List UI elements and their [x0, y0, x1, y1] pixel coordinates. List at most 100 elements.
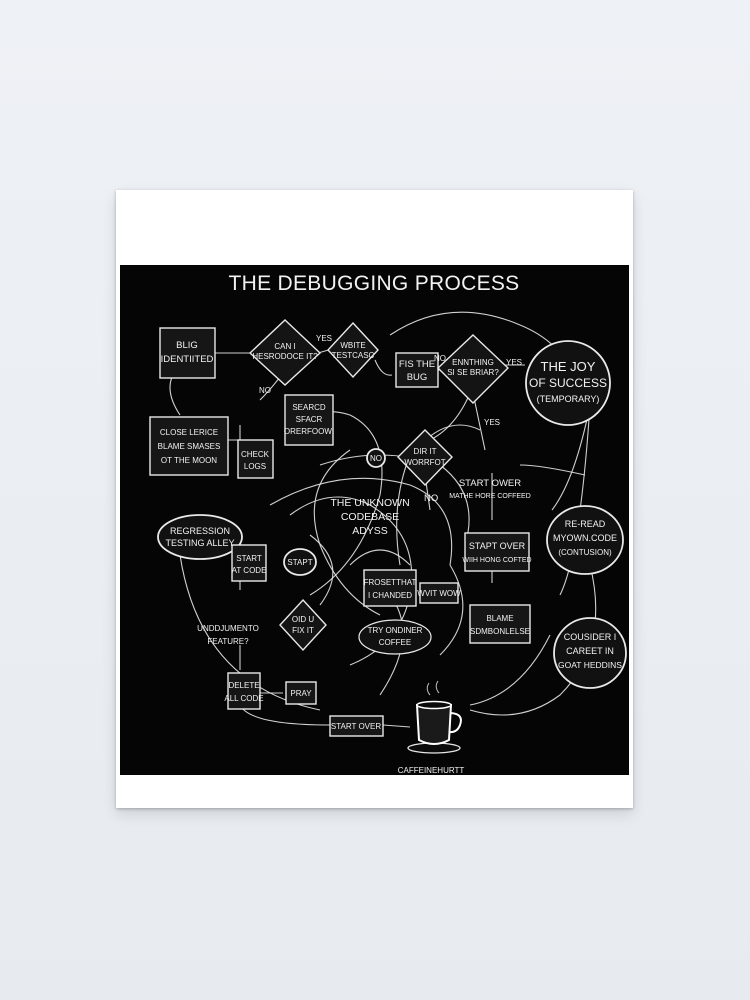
svg-text:SI SE BRIAR?: SI SE BRIAR?	[447, 368, 499, 377]
svg-text:ALL CODE: ALL CODE	[224, 694, 263, 703]
svg-text:START OVER: START OVER	[331, 722, 381, 731]
node-forget-changed: FROSETTHAT I CHANDED	[363, 569, 417, 607]
svg-text:MATHE HORE COFFEED: MATHE HORE COFFEED	[449, 493, 531, 500]
svg-text:AT CODE: AT CODE	[232, 566, 267, 575]
node-anything-broke: ENNTHING SI SE BRIAR?	[436, 334, 510, 404]
node-start-over-coffee-mid: STAPT OVER WIIH HONG COFTED	[462, 532, 532, 572]
connector	[396, 454, 411, 566]
svg-text:BLIG: BLIG	[176, 340, 198, 351]
node-regression-testing-alley: REGRESSION TESTING ALLEY	[157, 514, 243, 560]
connector	[269, 477, 453, 566]
svg-text:TRY ONDINER: TRY ONDINER	[368, 626, 423, 635]
svg-text:SFACR: SFACR	[296, 415, 323, 424]
node-did-you-fix-it: OID U FIX IT	[279, 598, 327, 652]
svg-text:START OWER: START OWER	[459, 478, 521, 489]
connector	[469, 634, 551, 706]
svg-text:I CHANDED: I CHANDED	[368, 591, 412, 600]
svg-text:DIR IT: DIR IT	[413, 447, 436, 456]
label-no: NO	[434, 354, 446, 363]
svg-text:LOGS: LOGS	[244, 462, 266, 471]
label-no: NO	[259, 386, 271, 395]
connector	[228, 425, 241, 441]
node-check-logs: CHECK LOGS	[237, 439, 274, 479]
node-search-stack-overflow: SEARCD SFACR ORERFOOW!	[284, 394, 334, 446]
svg-text:ENNTHING: ENNTHING	[452, 358, 494, 367]
svg-text:WORRFOT: WORRFOT	[404, 458, 445, 467]
svg-text:COUSIDER I: COUSIDER I	[564, 632, 617, 642]
svg-text:THE JOY: THE JOY	[541, 359, 596, 374]
svg-text:STAPT OVER: STAPT OVER	[469, 541, 526, 551]
node-wait-wow: WVIT WOW	[417, 582, 461, 604]
node-pray: PRAY	[285, 681, 317, 705]
svg-text:OID U: OID U	[292, 615, 314, 624]
node-delete-all-code: DELETE ALL CODE	[224, 672, 264, 710]
connector	[469, 564, 597, 716]
svg-text:REGRESSION: REGRESSION	[170, 526, 230, 536]
node-bug-identified: BLIG IDENTIITED	[159, 327, 216, 379]
node-unknown-codebase-abyss: THE UNKNOWN CODEBASE ADYSS	[330, 497, 409, 537]
connector	[349, 549, 411, 566]
svg-text:SEARCD: SEARCD	[292, 403, 326, 412]
connector	[313, 449, 381, 616]
svg-text:(TEMPORARY): (TEMPORARY)	[537, 394, 600, 404]
label-yes: YES	[506, 358, 522, 367]
connector	[309, 534, 334, 606]
svg-text:BLAME: BLAME	[486, 614, 513, 623]
svg-text:STAPT: STAPT	[287, 558, 312, 567]
label-yes: YES	[484, 418, 500, 427]
svg-text:UNDDJUMENTO: UNDDJUMENTO	[197, 624, 259, 633]
coffee-cup-icon	[407, 680, 462, 754]
svg-text:CODEBASE: CODEBASE	[341, 511, 399, 523]
svg-text:NO: NO	[370, 454, 382, 463]
svg-text:HESRODOCE IT?: HESRODOCE IT?	[252, 352, 318, 361]
svg-text:START: START	[236, 554, 262, 563]
node-no-circle: NO	[366, 448, 386, 468]
svg-text:(CONTUSION): (CONTUSION)	[558, 548, 612, 557]
svg-text:WVIT WOW: WVIT WOW	[417, 589, 461, 598]
svg-text:BUG: BUG	[407, 372, 428, 383]
caffeine-label: CAFFEINEHURTT	[398, 766, 465, 775]
connector	[382, 724, 411, 728]
node-start-at-code: START AT CODE	[231, 544, 267, 582]
label-no: NO	[424, 493, 438, 504]
svg-text:CHECK: CHECK	[241, 450, 270, 459]
node-close-blame-moon: CLOSE LERICE BLAME SMASES OT THE MOON	[149, 416, 229, 476]
node-start-small: STAPT	[283, 548, 317, 576]
svg-text:DELETE: DELETE	[228, 681, 259, 690]
node-start-over: START OVER	[329, 715, 384, 737]
svg-text:CAREET IN: CAREET IN	[566, 646, 614, 656]
svg-text:FEATURE?: FEATURE?	[207, 637, 249, 646]
node-write-test: WBITE TESTCASC	[327, 321, 379, 379]
connector	[472, 392, 486, 451]
svg-text:THE UNKNOWN: THE UNKNOWN	[330, 497, 409, 509]
svg-text:ADYSS: ADYSS	[352, 525, 388, 537]
svg-text:ORERFOOW!: ORERFOOW!	[284, 427, 334, 436]
node-can-reproduce: CAN I HESRODOCE IT?	[248, 319, 322, 386]
connector	[439, 564, 464, 656]
svg-text:TESTING ALLEY: TESTING ALLEY	[165, 538, 234, 548]
label-yes: YES	[316, 334, 332, 343]
svg-text:IDENTIITED: IDENTIITED	[161, 354, 214, 365]
svg-text:WBITE: WBITE	[340, 341, 365, 350]
node-try-another-coffee: TRY ONDINER COFFEE	[358, 619, 432, 655]
node-start-over-coffee-top: START OWER MATHE HORE COFFEED	[449, 478, 531, 500]
poster-title: THE DEBUGGING PROCESS	[228, 272, 519, 295]
node-reread-own-code: RE-READ MYOWN.CODE (CONTUSION)	[546, 505, 624, 575]
debugging-flowchart: THE DEBUGGING PROCESS BLIG IDENTIITED CA…	[149, 272, 627, 775]
svg-text:BLAME SMASES: BLAME SMASES	[158, 442, 221, 451]
svg-text:OF SUCCESS: OF SUCCESS	[529, 376, 607, 390]
connector	[374, 359, 393, 376]
svg-text:GOAT HEDDINS: GOAT HEDDINS	[558, 660, 622, 670]
svg-text:OT THE MOON: OT THE MOON	[161, 456, 217, 465]
svg-text:CAN I: CAN I	[274, 342, 295, 351]
svg-text:FIX IT: FIX IT	[292, 626, 314, 635]
connector	[519, 464, 586, 476]
svg-text:WIIH HONG COFTED: WIIH HONG COFTED	[462, 557, 531, 564]
node-did-it-work: DIR IT WORRFOT	[397, 429, 453, 487]
node-undocumented-feature: UNDDJUMENTO FEATURE?	[197, 624, 259, 646]
node-blame-someone-else: BLAME SDMBONLELSE	[469, 604, 531, 644]
svg-text:CLOSE LERICE: CLOSE LERICE	[160, 428, 218, 437]
node-joy-of-success: THE JOY OF SUCCESS (TEMPORARY)	[525, 340, 611, 426]
svg-text:TESTCASC: TESTCASC	[332, 351, 375, 360]
poster-print: THE DEBUGGING PROCESS BLIG IDENTIITED CA…	[116, 190, 633, 808]
